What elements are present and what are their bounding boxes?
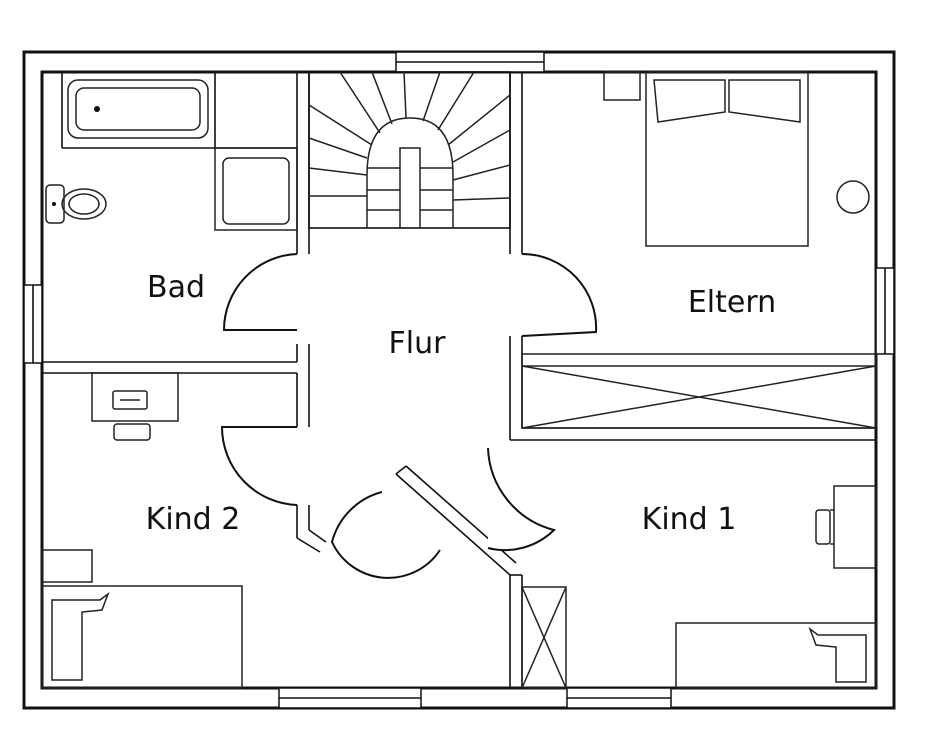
door-eltern [521,252,598,337]
interior-walls [42,72,876,688]
bathtub [67,79,209,139]
door-flur [330,491,441,579]
outer-walls [22,50,896,710]
staircase [308,71,511,229]
wardrobe [521,353,877,429]
room-label-kind2: Kind 2 [146,502,241,537]
bathtub-drain [94,106,100,112]
room-label-bad: Bad [147,270,205,305]
bed-kind2 [41,585,243,689]
toilet-icon [61,188,107,220]
door-kind1 [487,447,556,552]
double-bed [645,71,809,247]
door-kind2 [220,426,298,506]
room-label-eltern: Eltern [688,285,776,320]
shower-cabinet [214,147,298,231]
toilet-tank [45,184,65,224]
chair-kind1 [815,509,831,545]
doors [220,252,598,579]
parents-furniture [521,71,877,429]
desk-kind1 [833,485,877,569]
nightstand [603,71,641,101]
cabinet-kind1 [521,586,567,689]
shelf-kind2 [41,549,93,583]
plant-icon [836,180,870,214]
stair-well [308,71,511,229]
windows [23,51,895,709]
desk-kind2 [91,372,179,422]
bed-kind1 [675,622,877,689]
bathroom-fixtures [45,72,298,231]
door-bad [222,253,298,331]
room-label-kind1: Kind 1 [642,502,737,537]
chair-kind2 [113,423,151,441]
kid2-furniture [41,372,243,689]
room-label-flur: Flur [389,326,447,361]
kid1-furniture [521,485,877,689]
